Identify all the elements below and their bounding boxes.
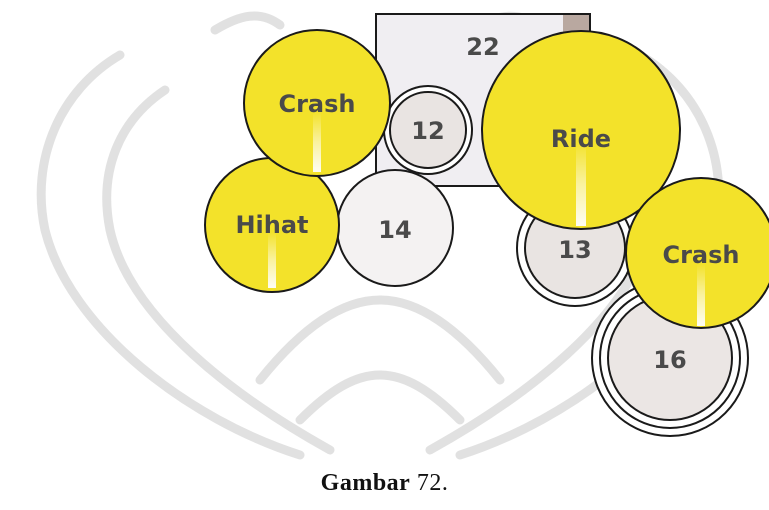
- figure-caption: Gambar 72.: [0, 470, 769, 497]
- bass-drum-label: 22: [466, 33, 499, 61]
- crash-left-label: Crash: [278, 90, 355, 118]
- hihat-cymbal: Hihat: [205, 158, 339, 292]
- hihat-label: Hihat: [235, 211, 308, 239]
- tom-12-label: 12: [411, 117, 444, 145]
- tom-13-label: 13: [558, 236, 591, 264]
- tom-12: 12: [384, 86, 472, 174]
- caption-word: Gambar: [321, 470, 411, 496]
- caption-number: 72.: [417, 470, 449, 496]
- floor-tom-14-label: 14: [378, 216, 411, 244]
- crash-right-label: Crash: [662, 241, 739, 269]
- ride-label: Ride: [551, 125, 611, 153]
- crash-cymbal-left: Crash: [244, 30, 390, 176]
- floor-tom-16-label: 16: [653, 346, 686, 374]
- floor-tom-14: 14: [337, 170, 453, 286]
- crash-cymbal-right: Crash: [626, 178, 769, 328]
